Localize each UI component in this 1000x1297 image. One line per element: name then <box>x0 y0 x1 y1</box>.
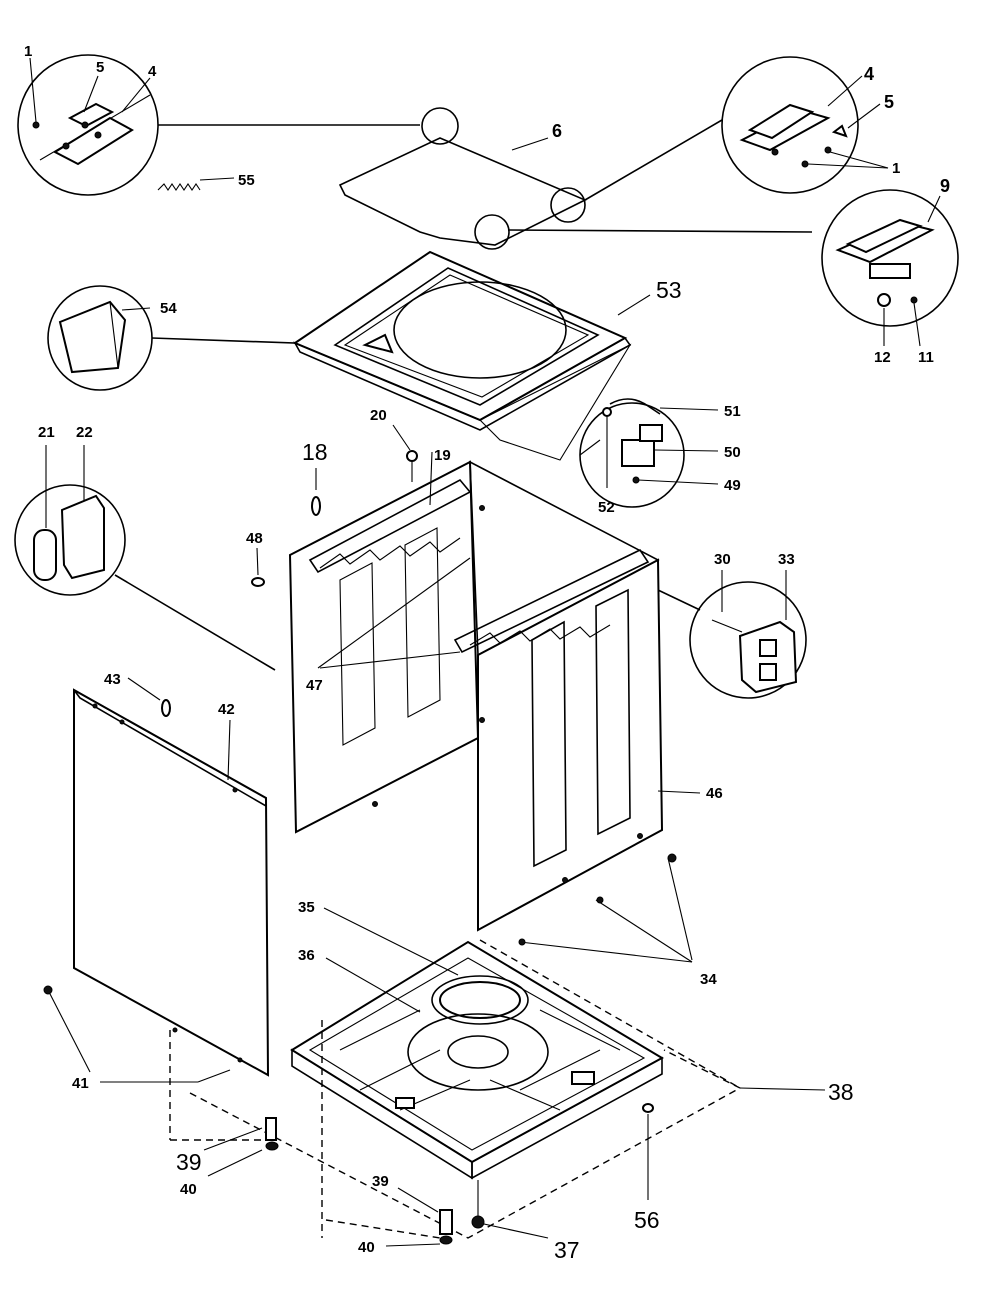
leveling-foot-left <box>203 1117 279 1177</box>
label-43: 43 <box>104 671 121 688</box>
side-panel-part <box>73 677 270 1077</box>
label-40b: 40 <box>358 1239 375 1256</box>
label-47: 47 <box>306 677 323 694</box>
label-56: 56 <box>634 1207 660 1233</box>
bumper-56 <box>642 1103 654 1200</box>
label-1a: 1 <box>24 43 32 60</box>
screw-48 <box>251 547 265 587</box>
label-53: 53 <box>656 277 682 303</box>
label-18: 18 <box>302 439 328 465</box>
cabinet-part <box>288 451 701 932</box>
spring-part <box>157 177 235 191</box>
label-39a: 39 <box>176 1149 202 1175</box>
label-11: 11 <box>918 349 934 366</box>
label-51: 51 <box>724 403 741 420</box>
label-42: 42 <box>218 701 235 718</box>
detail-circle-21-22 <box>14 445 276 671</box>
label-49: 49 <box>724 477 741 494</box>
label-40a: 40 <box>180 1181 197 1198</box>
label-19: 19 <box>434 447 451 464</box>
label-21: 21 <box>38 424 55 441</box>
detail-circle-lid-switch <box>579 398 719 508</box>
label-22: 22 <box>76 424 93 441</box>
label-37: 37 <box>554 1237 580 1263</box>
part-labels: 1 5 4 55 6 4 5 1 9 12 11 53 54 51 50 49 … <box>24 43 950 1263</box>
label-50: 50 <box>724 444 741 461</box>
detail-circle-30-33 <box>689 570 807 699</box>
top-cover-part <box>292 250 651 461</box>
label-54: 54 <box>160 300 177 317</box>
label-20: 20 <box>370 407 387 424</box>
label-30: 30 <box>714 551 731 568</box>
label-4b: 4 <box>864 64 874 84</box>
label-33: 33 <box>778 551 795 568</box>
label-1b: 1 <box>892 160 900 177</box>
label-38: 38 <box>828 1079 854 1105</box>
base-part <box>169 853 826 1239</box>
label-12: 12 <box>874 349 891 366</box>
label-6: 6 <box>552 121 562 141</box>
label-4a: 4 <box>148 63 157 80</box>
screw-20 <box>392 424 418 482</box>
label-9: 9 <box>940 176 950 196</box>
label-46: 46 <box>706 785 723 802</box>
detail-circle-hinge-right <box>721 56 889 194</box>
label-35: 35 <box>298 899 315 916</box>
detail-circle-hinge-9 <box>821 189 959 347</box>
label-34: 34 <box>700 971 717 988</box>
label-39b: 39 <box>372 1173 389 1190</box>
leveling-foot-bottom <box>385 1187 453 1247</box>
detail-circle-hinge-left <box>17 54 420 196</box>
label-5a: 5 <box>96 59 104 76</box>
label-52: 52 <box>598 499 615 516</box>
label-5b: 5 <box>884 92 894 112</box>
label-36: 36 <box>298 947 315 964</box>
label-55: 55 <box>238 172 255 189</box>
screw-41 <box>43 985 231 1083</box>
foot-37 <box>471 1180 549 1239</box>
label-48: 48 <box>246 530 263 547</box>
lid-part <box>338 107 813 250</box>
screw-18 <box>311 468 321 516</box>
label-41: 41 <box>72 1075 89 1092</box>
